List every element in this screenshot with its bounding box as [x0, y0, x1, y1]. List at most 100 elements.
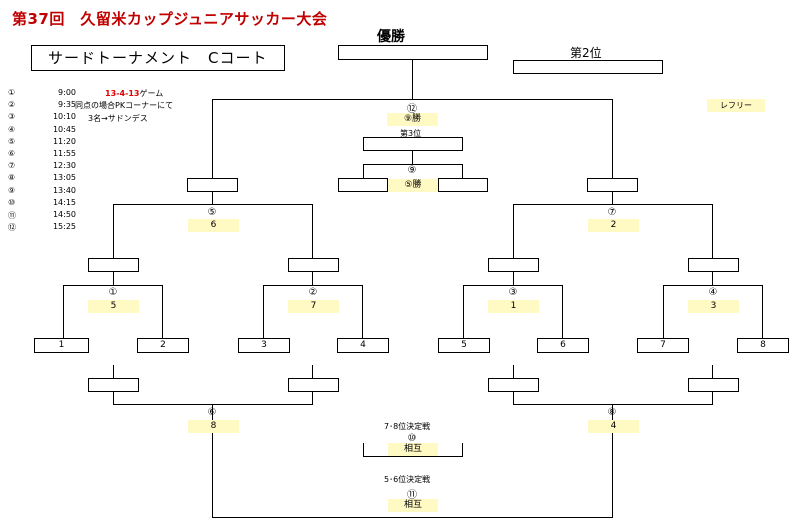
r1-line: [712, 272, 713, 286]
page-title: 第37回 久留米カップジュニアサッカー大会: [12, 10, 328, 28]
loser-line: [612, 404, 613, 518]
r1-line: [362, 285, 363, 339]
semi-line: [612, 192, 613, 205]
semi-referee: 2: [588, 219, 639, 232]
loser-line: [312, 365, 313, 378]
r1-line: [63, 285, 64, 339]
loser-line: [113, 365, 114, 378]
r1-line: [263, 285, 363, 286]
semi-match-number: ⑦: [607, 207, 617, 218]
r1-loser-box: [688, 378, 739, 392]
r1-referee: 3: [688, 300, 739, 313]
semi-line: [113, 204, 313, 205]
semi-winner-right: [587, 178, 638, 192]
r1-loser-box: [88, 378, 139, 392]
final-line: [412, 60, 413, 100]
r1-line: [162, 285, 163, 339]
team-box: 2: [137, 338, 189, 353]
loser-line: [513, 392, 514, 405]
r1-match-number: ②: [308, 287, 318, 298]
referee-label: レフリー: [707, 99, 765, 112]
r1-match-number: ③: [508, 287, 518, 298]
r1-line: [312, 272, 313, 286]
third-place-label: 第3位: [400, 129, 422, 138]
team-box: 4: [337, 338, 389, 353]
team-box: 5: [438, 338, 490, 353]
third-place-box: [363, 137, 463, 151]
place56-line: [212, 517, 613, 518]
game-format-suffix: ゲーム: [139, 89, 164, 98]
sudden-death-note: 3名→サドンデス: [88, 113, 148, 123]
team-box: 3: [238, 338, 290, 353]
loser-referee: 4: [588, 420, 639, 433]
loser-line: [312, 392, 313, 405]
semi-line: [113, 204, 114, 259]
team-box: 8: [737, 338, 789, 353]
r1-line: [463, 285, 464, 339]
team-box: 6: [537, 338, 589, 353]
r1-loser-box: [288, 378, 339, 392]
r1-line: [513, 272, 514, 286]
place78-referee: 相互: [388, 443, 438, 456]
tiebreak-note: 同点の場合PKコーナーにて: [75, 101, 174, 111]
third-slot-left: [338, 178, 388, 192]
r1-line: [762, 285, 763, 339]
final-line: [212, 99, 213, 178]
r1-winner-box: [88, 258, 139, 272]
loser-line: [513, 404, 713, 405]
r1-line: [463, 285, 563, 286]
loser-line: [212, 404, 213, 518]
loser-referee: 8: [188, 420, 239, 433]
rules-notes: 13-4-13ゲーム 同点の場合PKコーナーにて 3名→サドンデス: [75, 88, 173, 125]
semi-line: [212, 192, 213, 205]
place78-line: [462, 443, 463, 457]
semi-winner-left: [187, 178, 238, 192]
loser-match-number: ⑧: [607, 407, 617, 418]
champion-label: 優勝: [377, 29, 405, 45]
semi-line: [312, 204, 313, 259]
loser-line: [513, 365, 514, 378]
third-line: [462, 164, 463, 178]
r1-referee: 1: [488, 300, 539, 313]
third-line: [412, 151, 413, 165]
third-line: [363, 164, 463, 165]
r1-referee: 5: [88, 300, 139, 313]
second-place-label: 第2位: [570, 46, 602, 60]
final-line: [612, 99, 613, 178]
final-line: [212, 99, 612, 100]
r1-match-number: ①: [108, 287, 118, 298]
place78-label: 7･8位決定戦: [384, 422, 431, 431]
r1-line: [113, 272, 114, 286]
third-slot-right: [438, 178, 488, 192]
semi-line: [513, 204, 713, 205]
second-place-box: [513, 60, 663, 74]
third-match-number: ⑨: [407, 165, 417, 176]
loser-line: [712, 392, 713, 405]
place78-line: [363, 456, 463, 457]
final-match-number: ⑫: [407, 104, 417, 115]
r1-match-number: ④: [708, 287, 718, 298]
place56-match-number: ⑪: [407, 490, 417, 501]
loser-line: [113, 392, 114, 405]
third-referee: ⑤勝: [388, 179, 438, 192]
loser-line: [712, 365, 713, 378]
place56-referee: 相互: [388, 499, 438, 512]
court-subtitle: サードトーナメント Cコート: [31, 45, 285, 71]
semi-referee: 6: [188, 219, 239, 232]
r1-line: [63, 285, 163, 286]
semi-line: [712, 204, 713, 259]
r1-line: [663, 285, 763, 286]
